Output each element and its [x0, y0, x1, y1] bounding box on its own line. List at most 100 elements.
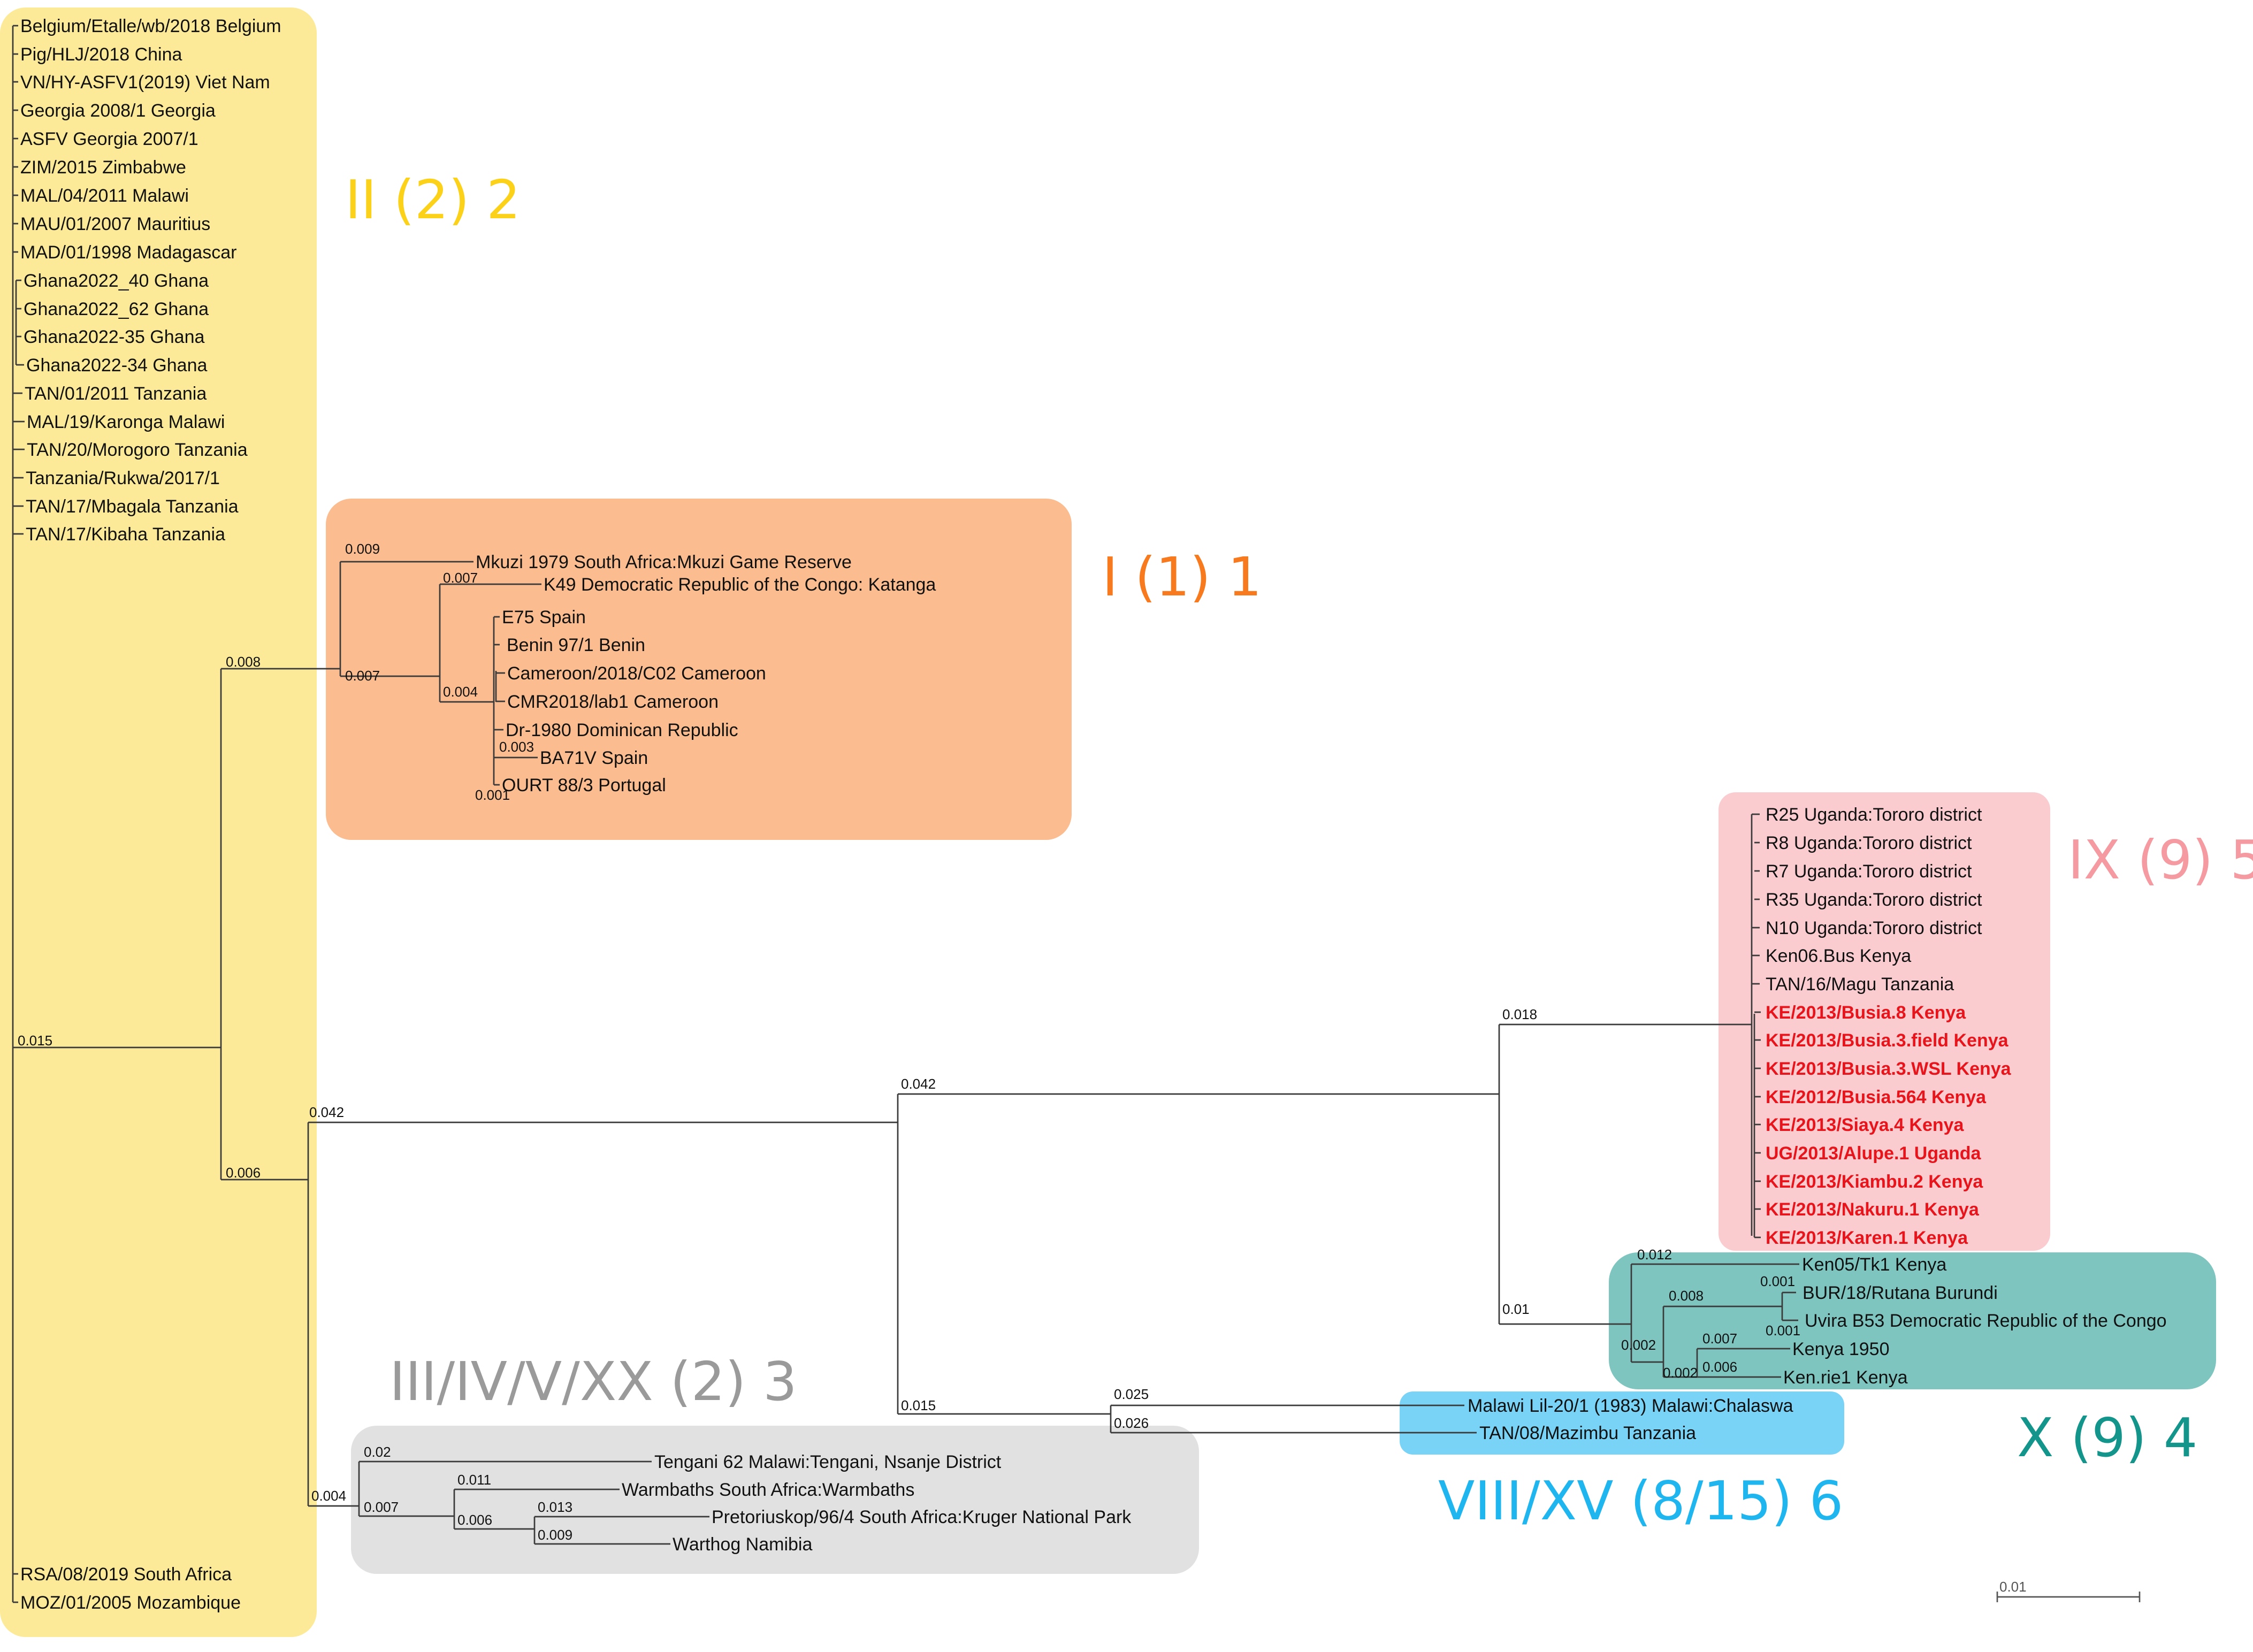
leaf-label: Kenya 1950: [1792, 1339, 1890, 1359]
scale-bar-label: 0.01: [1999, 1579, 2027, 1595]
branch-length-g1-base: 0.007: [345, 668, 380, 684]
branch-length-labels: 0.015 0.008 0.006 0.007 0.009 0.004 0.00…: [18, 541, 1800, 1543]
leaf-label: TAN/17/Mbagala Tanzania: [26, 496, 239, 517]
branch-length-to-east: 0.042: [309, 1104, 344, 1120]
leaf-label: Ghana2022-34 Ghana: [26, 355, 207, 376]
clade-box-genotype-VIII-XV: [1400, 1391, 1844, 1455]
leaf-label: Pig/HLJ/2018 China: [20, 44, 182, 65]
branch-length-warmbaths: 0.011: [457, 1472, 491, 1488]
group-label-genotype-VIII-XV: VIII/XV (8/15) 6: [1438, 1470, 1843, 1532]
branch-genotype-I: [339, 561, 541, 786]
branch-length-bur18: 0.001: [1760, 1273, 1795, 1289]
leaf-label-highlighted: KE/2013/Busia.3.field Kenya: [1766, 1030, 2009, 1051]
leaf-label: MAU/01/2007 Mauritius: [20, 214, 210, 234]
branch-length-g10-sub: 0.002: [1621, 1337, 1656, 1353]
branch-length-g3-sub: 0.007: [364, 1499, 399, 1515]
leaf-label: Georgia 2008/1 Georgia: [20, 101, 216, 121]
leaf-label: Ghana2022_62 Ghana: [24, 299, 209, 319]
leaf-label: TAN/17/Kibaha Tanzania: [26, 524, 225, 545]
branch-length-tan08: 0.026: [1114, 1415, 1149, 1431]
leaf-label: VN/HY-ASFV1(2019) Viet Nam: [20, 72, 270, 93]
leaf-label: Uvira B53 Democratic Republic of the Con…: [1805, 1311, 2167, 1331]
branch-genotype-II-tips: [13, 25, 25, 1603]
group-label-genotype-II: II (2) 2: [345, 169, 521, 231]
leaf-label-highlighted: KE/2013/Busia.3.WSL Kenya: [1766, 1059, 2012, 1079]
leaf-label: Benin 97/1 Benin: [507, 635, 645, 655]
group-label-genotype-III-IV-V-XX: III/IV/V/XX (2) 3: [389, 1350, 797, 1413]
leaf-label: R25 Uganda:Tororo district: [1766, 805, 1982, 825]
tree-branches: [12, 25, 1799, 1603]
branch-east-backbone: [307, 1023, 1752, 1506]
clade-box-genotype-II: [0, 7, 317, 1637]
leaf-label: Warmbaths South Africa:Warmbaths: [622, 1480, 914, 1500]
leaf-label-highlighted: KE/2012/Busia.564 Kenya: [1766, 1087, 1987, 1107]
leaf-label-highlighted: KE/2013/Nakuru.1 Kenya: [1766, 1199, 1980, 1220]
branch-length-g10-kenya-sub: 0.002: [1663, 1365, 1698, 1381]
leaf-label: TAN/20/Morogoro Tanzania: [27, 440, 248, 460]
leaf-label: BA71V Spain: [540, 748, 648, 768]
leaf-label: ASFV Georgia 2007/1: [20, 129, 198, 149]
branch-genotype-III-IV-V-XX: [308, 1460, 709, 1545]
leaf-label: R7 Uganda:Tororo district: [1766, 861, 1972, 882]
branch-length-malawi-lil: 0.025: [1114, 1386, 1149, 1402]
branch-length-mkuzi: 0.009: [345, 541, 380, 557]
branch-length-to-g10: 0.01: [1502, 1301, 1530, 1317]
leaf-label: K49 Democratic Republic of the Congo: Ka…: [544, 575, 936, 595]
branch-genotype-X: [1630, 1263, 1799, 1378]
leaf-label-highlighted: UG/2013/Alupe.1 Uganda: [1766, 1143, 1982, 1164]
group-label-genotype-X: X (9) 4: [2017, 1406, 2197, 1469]
branch-length-g10-inner: 0.008: [1669, 1288, 1704, 1304]
branch-length-ba71v: 0.003: [499, 739, 534, 755]
group-label-genotype-IX: IX (9) 5: [2068, 829, 2253, 891]
leaf-label: TAN/16/Magu Tanzania: [1766, 974, 1954, 995]
branch-root: [13, 668, 340, 1181]
leaf-label-highlighted: KE/2013/Busia.8 Kenya: [1766, 1003, 1966, 1023]
leaf-label: Mkuzi 1979 South Africa:Mkuzi Game Reser…: [476, 552, 852, 572]
branch-length-ken05: 0.012: [1637, 1246, 1672, 1263]
leaf-label: Ken06.Bus Kenya: [1766, 946, 1911, 966]
leaf-label: ZIM/2015 Zimbabwe: [20, 157, 186, 178]
leaf-label: MOZ/01/2005 Mozambique: [20, 1593, 241, 1613]
leaf-label: MAL/19/Karonga Malawi: [27, 412, 225, 432]
branch-length-internal-upper: 0.008: [226, 654, 261, 670]
leaf-label: BUR/18/Rutana Burundi: [1803, 1283, 1998, 1303]
leaf-label: N10 Uganda:Tororo district: [1766, 918, 1982, 938]
branch-length-to-g9: 0.018: [1502, 1006, 1537, 1022]
leaf-label: Malawi Lil-20/1 (1983) Malawi:Chalaswa: [1468, 1396, 1793, 1416]
leaf-label-highlighted: KE/2013/Kiambu.2 Kenya: [1766, 1172, 1983, 1192]
branch-length-east-upper: 0.042: [901, 1076, 936, 1092]
leaf-label: Ghana2022-35 Ghana: [24, 327, 204, 347]
clade-box-genotype-III-IV-V-XX: [351, 1426, 1199, 1574]
leaf-label: R8 Uganda:Tororo district: [1766, 833, 1972, 853]
leaf-label: Tanzania/Rukwa/2017/1: [26, 468, 220, 488]
branch-length-g3-inner: 0.006: [457, 1512, 492, 1528]
leaf-label: Warthog Namibia: [673, 1534, 812, 1555]
scale-bar: 0.01: [1996, 1579, 2141, 1602]
leaf-labels: Belgium/Etalle/wb/2018 Belgium Pig/HLJ/2…: [20, 16, 2167, 1613]
group-label-genotype-I: I (1) 1: [1102, 546, 1262, 608]
leaf-label: Cameroon/2018/C02 Cameroon: [507, 663, 766, 684]
leaf-label-highlighted: KE/2013/Siaya.4 Kenya: [1766, 1115, 1965, 1135]
leaf-label: Pretoriuskop/96/4 South Africa:Kruger Na…: [712, 1507, 1132, 1527]
branch-length-tengani: 0.02: [364, 1444, 391, 1460]
branch-length-internal-lower: 0.006: [226, 1165, 261, 1181]
branch-length-kenya1950: 0.007: [1702, 1330, 1737, 1347]
branch-length-k49: 0.007: [443, 570, 478, 586]
leaf-label: TAN/08/Mazimbu Tanzania: [1479, 1423, 1696, 1443]
clade-box-genotype-X: [1609, 1252, 2216, 1389]
branch-length-pretoriuskop: 0.013: [538, 1499, 572, 1515]
leaf-label: Ken05/Tk1 Kenya: [1802, 1255, 1946, 1275]
branch-length-g3-base: 0.004: [311, 1488, 346, 1504]
leaf-label: Belgium/Etalle/wb/2018 Belgium: [20, 16, 281, 36]
branch-length-to-g8: 0.015: [901, 1397, 936, 1413]
branch-genotype-VIII-XV: [898, 1404, 1477, 1434]
branch-length-g1-sub: 0.004: [443, 684, 478, 700]
leaf-label: MAD/01/1998 Madagascar: [20, 242, 236, 263]
branch-length-uvira: 0.001: [1766, 1322, 1800, 1339]
leaf-label: Tengani 62 Malawi:Tengani, Nsanje Distri…: [654, 1452, 1002, 1472]
leaf-label: Dr-1980 Dominican Republic: [506, 720, 738, 740]
leaf-label: E75 Spain: [502, 607, 586, 628]
branch-length-warthog: 0.009: [538, 1527, 572, 1543]
leaf-label: RSA/08/2019 South Africa: [20, 1564, 232, 1585]
